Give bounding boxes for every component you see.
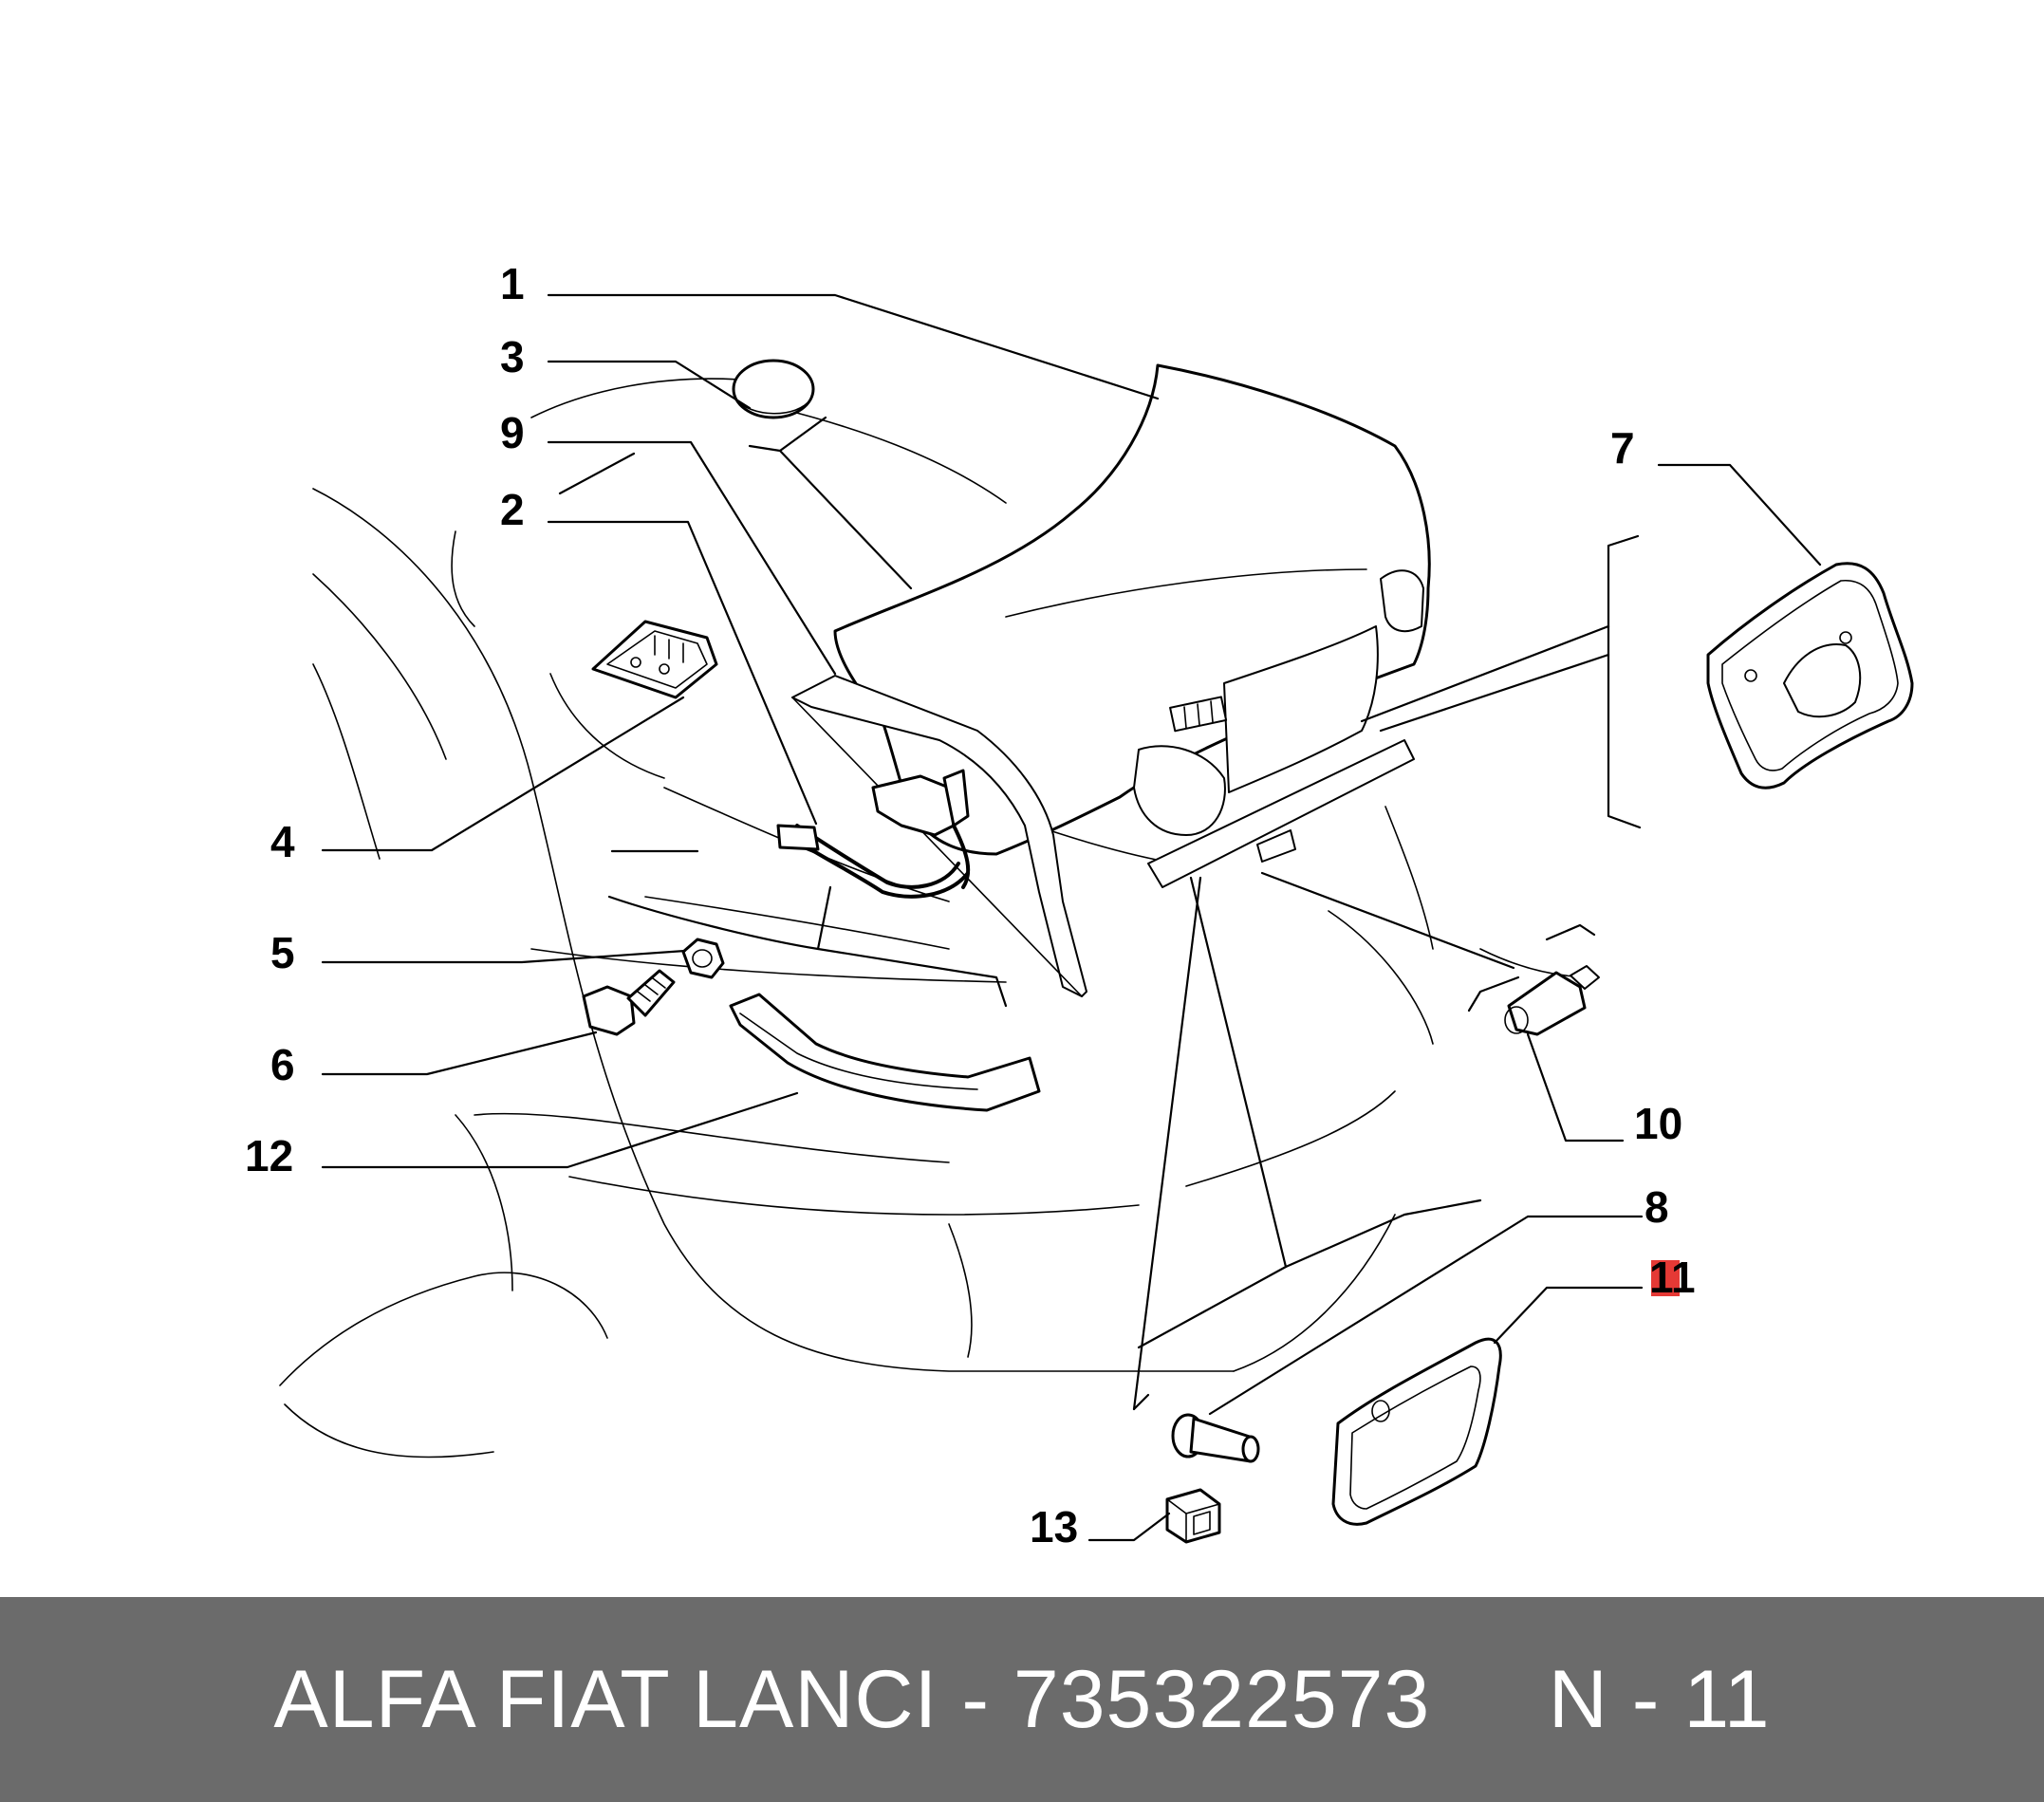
callout-2: 2 — [500, 485, 525, 534]
callout-6: 6 — [270, 1040, 295, 1089]
callout-8: 8 — [1644, 1182, 1669, 1232]
callout-1: 1 — [500, 259, 525, 308]
part-3-plug — [732, 359, 815, 419]
callout-13: 13 — [1030, 1502, 1078, 1551]
callout-10: 10 — [1634, 1099, 1682, 1148]
parts-diagram: 1 3 9 2 4 5 6 12 7 10 8 11 13 — [245, 259, 1914, 1551]
part-7-latch-cover — [1706, 562, 1914, 790]
part-5-nut — [681, 938, 725, 979]
callout-5: 5 — [270, 928, 295, 977]
footer-bar: ALFA FIAT LANCI - 735322573 N - 11 — [0, 1597, 2044, 1802]
callout-12: 12 — [245, 1131, 293, 1180]
callout-11-highlight — [1651, 1260, 1680, 1296]
callout-labels: 1 3 9 2 4 5 6 12 7 10 8 11 13 — [245, 259, 1696, 1551]
part-2-lock-cable — [776, 769, 971, 899]
part-4-bracket — [591, 620, 718, 699]
callout-7: 7 — [1610, 423, 1635, 473]
callout-3: 3 — [500, 332, 525, 381]
callout-4: 4 — [270, 817, 295, 866]
part-6-bolt — [582, 969, 676, 1036]
part-13-clip — [1165, 1488, 1221, 1544]
part-10-switch — [1504, 965, 1600, 1036]
footer-part-number: ALFA FIAT LANCI - 735322573 N - 11 — [273, 1653, 1771, 1745]
callout-11: 11 — [1649, 1253, 1696, 1302]
part-12-trim-strip — [729, 993, 1041, 1112]
trunk-lid — [791, 363, 1431, 997]
part-8-pin — [1171, 1413, 1260, 1463]
part-11-handle-cup — [1331, 1337, 1502, 1526]
leader-lines — [321, 293, 1822, 1542]
callout-9: 9 — [500, 408, 525, 457]
